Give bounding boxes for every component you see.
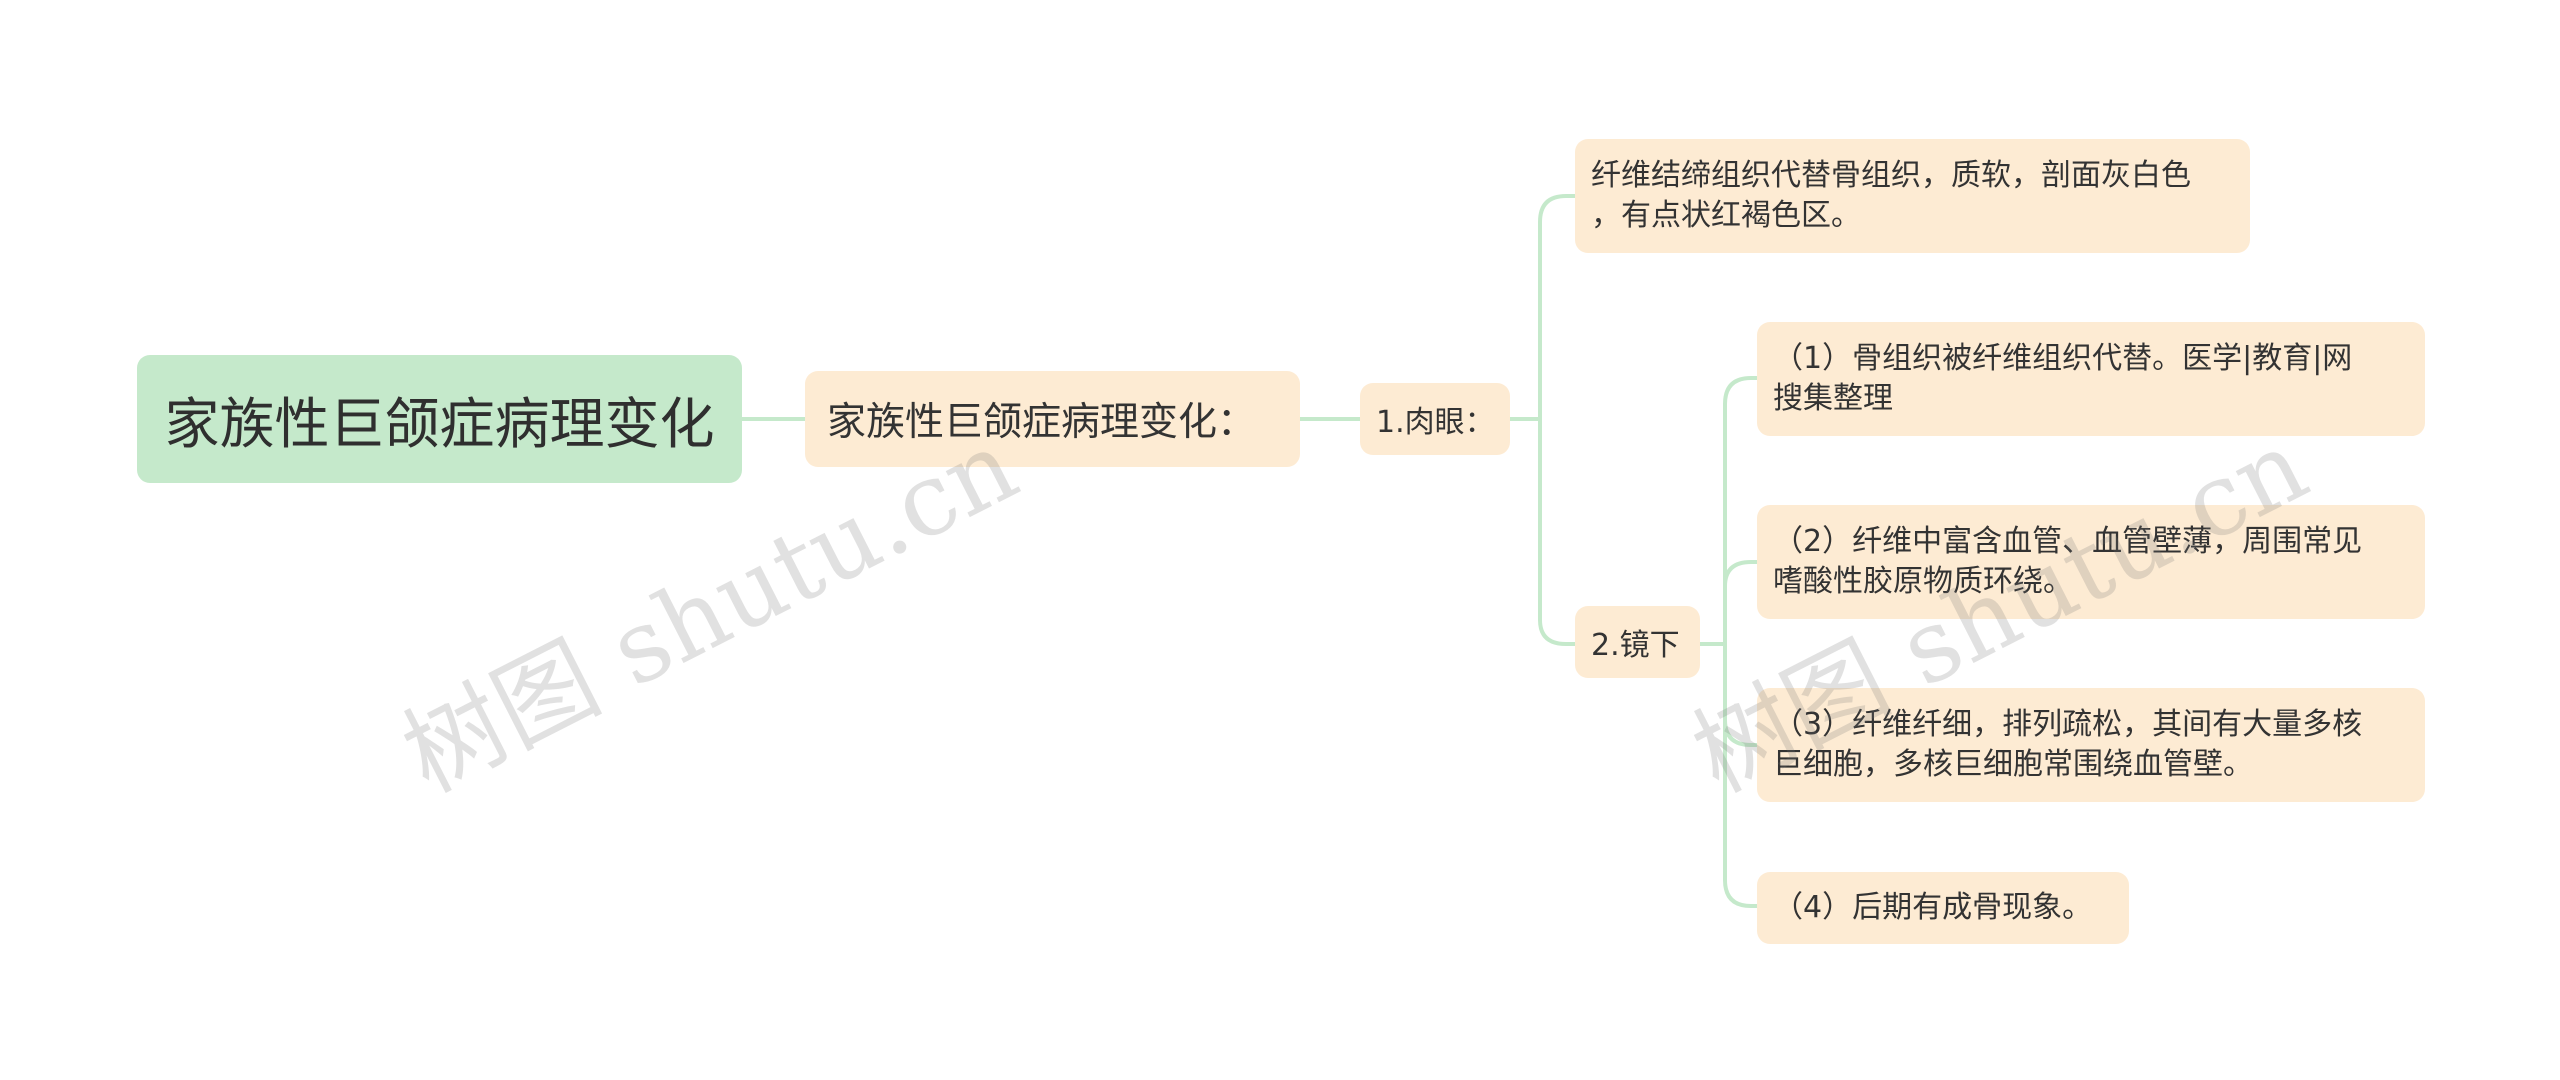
leaf-micro-4[interactable]: （4）后期有成骨现象。: [1757, 872, 2129, 944]
connector-micro-leaf2: [1723, 560, 1759, 588]
level1-topic[interactable]: 家族性巨颌症病理变化：: [805, 371, 1300, 467]
leaf-micro-1-text: （1）骨组织被纤维组织代替。医学|教育|网 搜集整理: [1773, 341, 2353, 416]
connector-micro-leaf1: [1723, 376, 1759, 406]
leaf-micro-1[interactable]: （1）骨组织被纤维组织代替。医学|教育|网 搜集整理: [1757, 322, 2425, 436]
level1-topic-label: 家族性巨颌症病理变化：: [827, 400, 1257, 445]
leaf-micro-2-text: （2）纤维中富含血管、血管壁薄，周围常见 嗜酸性胶原物质环绕。: [1773, 524, 2363, 599]
root-topic-label: 家族性巨颌症病理变化: [164, 392, 715, 456]
root-topic[interactable]: 家族性巨颌症病理变化: [137, 355, 742, 483]
leaf-micro-3[interactable]: （3）纤维纤细，排列疏松，其间有大量多核 巨细胞，多核巨细胞常围绕血管壁。: [1757, 688, 2425, 802]
branch-micro[interactable]: 2.镜下: [1575, 606, 1700, 678]
connector-micro-leaf4: [1723, 878, 1759, 908]
connector-fork-micro: [1538, 417, 1577, 646]
leaf-gross-description-text: 纤维结缔组织代替骨组织，质软，剖面灰白色 ，有点状红褐色区。: [1591, 158, 2191, 233]
leaf-micro-4-text: （4）后期有成骨现象。: [1773, 890, 2093, 925]
branch-gross[interactable]: 1.肉眼：: [1360, 383, 1510, 455]
leaf-micro-3-text: （3）纤维纤细，排列疏松，其间有大量多核 巨细胞，多核巨细胞常围绕血管壁。: [1773, 707, 2363, 782]
leaf-gross-description[interactable]: 纤维结缔组织代替骨组织，质软，剖面灰白色 ，有点状红褐色区。: [1575, 139, 2250, 253]
branch-gross-label: 1.肉眼：: [1376, 405, 1495, 440]
branch-micro-label: 2.镜下: [1591, 628, 1680, 663]
leaf-micro-2[interactable]: （2）纤维中富含血管、血管壁薄，周围常见 嗜酸性胶原物质环绕。: [1757, 505, 2425, 619]
connector-fork-gross: [1538, 194, 1577, 421]
connector-micro-leaf3: [1723, 718, 1759, 747]
